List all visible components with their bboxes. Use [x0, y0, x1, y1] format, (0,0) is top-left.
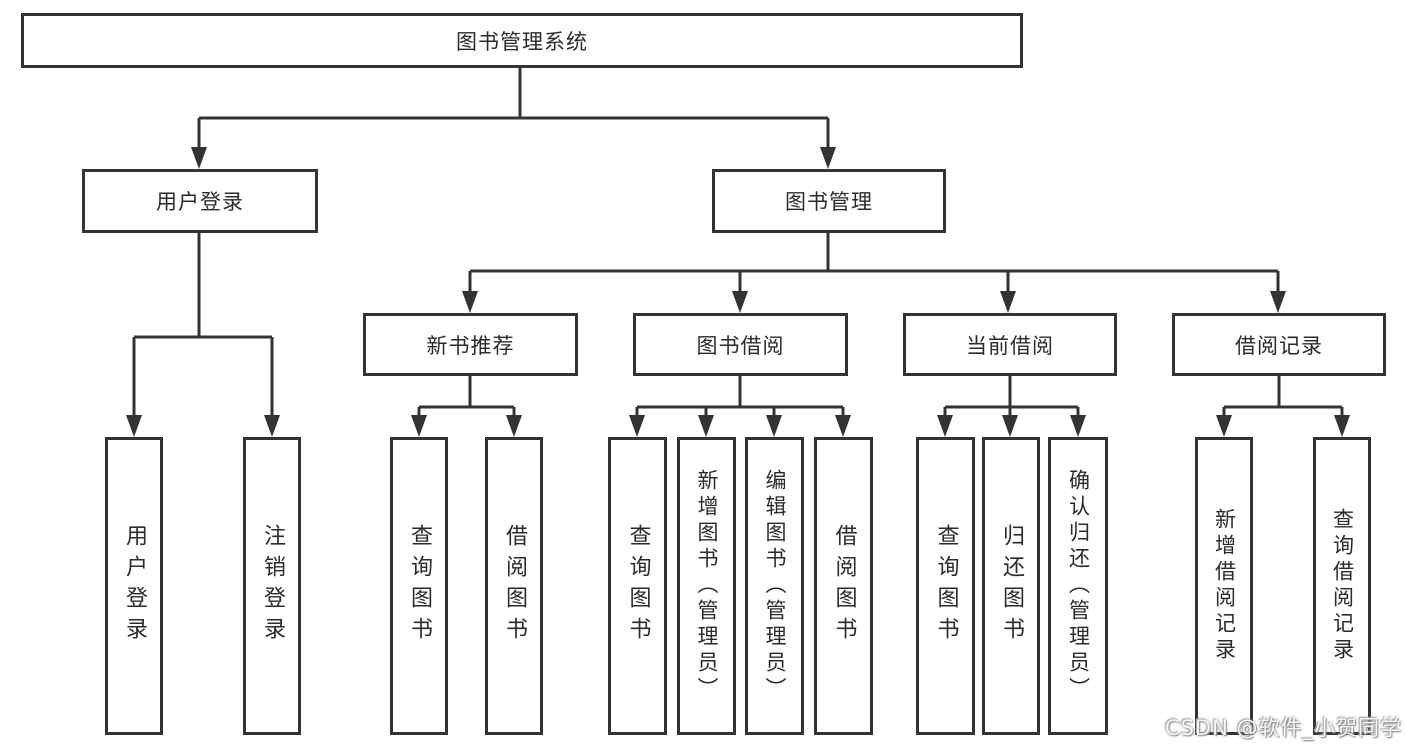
leaf-records-add: 新增借阅记录: [1195, 437, 1253, 735]
csdn-watermark: CSDN @软件_小贺同学: [1164, 716, 1402, 740]
node-borrow-records-label: 借阅记录: [1235, 333, 1323, 358]
node-root-label: 图书管理系统: [456, 29, 588, 54]
leaf-borrow-edit: 编辑图书（管理员）: [745, 437, 804, 735]
node-current-borrow: 当前借阅: [903, 313, 1117, 376]
leaf-newbooks-borrow: 借阅图书: [485, 437, 543, 735]
leaf-records-search-label: 查询借阅记录: [1330, 508, 1355, 664]
leaf-borrow-edit-label: 编辑图书（管理员）: [763, 469, 787, 703]
node-book-mgmt: 图书管理: [712, 169, 946, 233]
node-new-books-label: 新书推荐: [426, 333, 515, 358]
leaf-newbooks-borrow-label: 借阅图书: [502, 524, 527, 648]
leaf-current-search-label: 查询图书: [933, 524, 959, 648]
leaf-user-login: 用户登录: [105, 437, 163, 735]
node-user-login-label: 用户登录: [156, 190, 244, 214]
connector-new-books-split: [417, 376, 516, 420]
leaf-borrow-search-label: 查询图书: [625, 524, 651, 648]
leaf-current-confirm: 确认归还（管理员）: [1048, 437, 1108, 735]
node-book-borrow-label: 图书借阅: [696, 333, 785, 358]
leaf-borrow-borrow-label: 借阅图书: [831, 524, 857, 648]
connector-current-borrow-split: [943, 376, 1080, 420]
node-current-borrow-label: 当前借阅: [966, 333, 1054, 358]
leaf-logout: 注销登录: [243, 437, 301, 735]
node-book-borrow: 图书借阅: [633, 313, 848, 376]
connector-borrow-records-split: [1222, 376, 1344, 420]
leaf-current-search: 查询图书: [916, 437, 975, 735]
leaf-logout-label: 注销登录: [260, 524, 285, 648]
leaf-current-return: 归还图书: [982, 437, 1040, 735]
node-book-mgmt-label: 图书管理: [785, 190, 873, 214]
connector-root-split: [197, 68, 830, 150]
leaf-borrow-search: 查询图书: [608, 437, 667, 735]
connector-book-mgmt-split: [468, 233, 1280, 296]
leaf-user-login-label: 用户登录: [122, 524, 147, 648]
leaf-current-return-label: 归还图书: [999, 524, 1024, 648]
leaf-borrow-add: 新增图书（管理员）: [677, 437, 736, 735]
connector-book-borrow-split: [635, 376, 845, 420]
leaf-borrow-add-label: 新增图书（管理员）: [695, 469, 719, 703]
node-new-books: 新书推荐: [363, 313, 578, 376]
node-user-login: 用户登录: [82, 169, 318, 233]
connector-user-login-split: [132, 233, 274, 420]
leaf-borrow-borrow: 借阅图书: [814, 437, 873, 735]
leaf-records-add-label: 新增借阅记录: [1212, 508, 1237, 664]
arrowheads: [126, 147, 1350, 437]
leaf-newbooks-search-label: 查询图书: [407, 524, 432, 648]
leaf-newbooks-search: 查询图书: [390, 437, 448, 735]
node-root: 图书管理系统: [21, 13, 1023, 68]
leaf-records-search: 查询借阅记录: [1313, 437, 1371, 735]
node-borrow-records: 借阅记录: [1172, 313, 1386, 376]
leaf-current-confirm-label: 确认归还（管理员）: [1066, 469, 1091, 703]
